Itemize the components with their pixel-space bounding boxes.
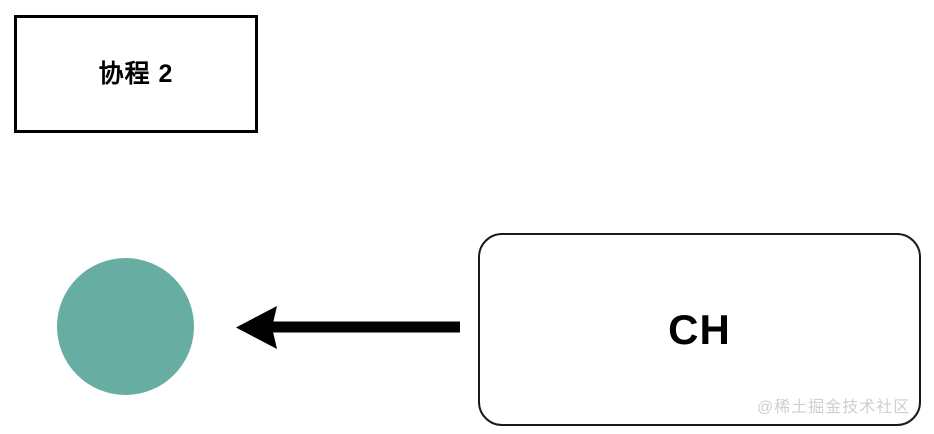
node-channel-box[interactable]: CH (478, 233, 921, 426)
node-goroutine-circle[interactable] (57, 258, 194, 395)
node-coroutine-label: 协程 2 (98, 59, 174, 88)
arrow-left-icon (236, 306, 460, 349)
node-coroutine-box[interactable]: 协程 2 (14, 15, 258, 133)
edge-channel-to-goroutine-arrow (232, 298, 462, 358)
node-channel-label: CH (668, 305, 731, 353)
